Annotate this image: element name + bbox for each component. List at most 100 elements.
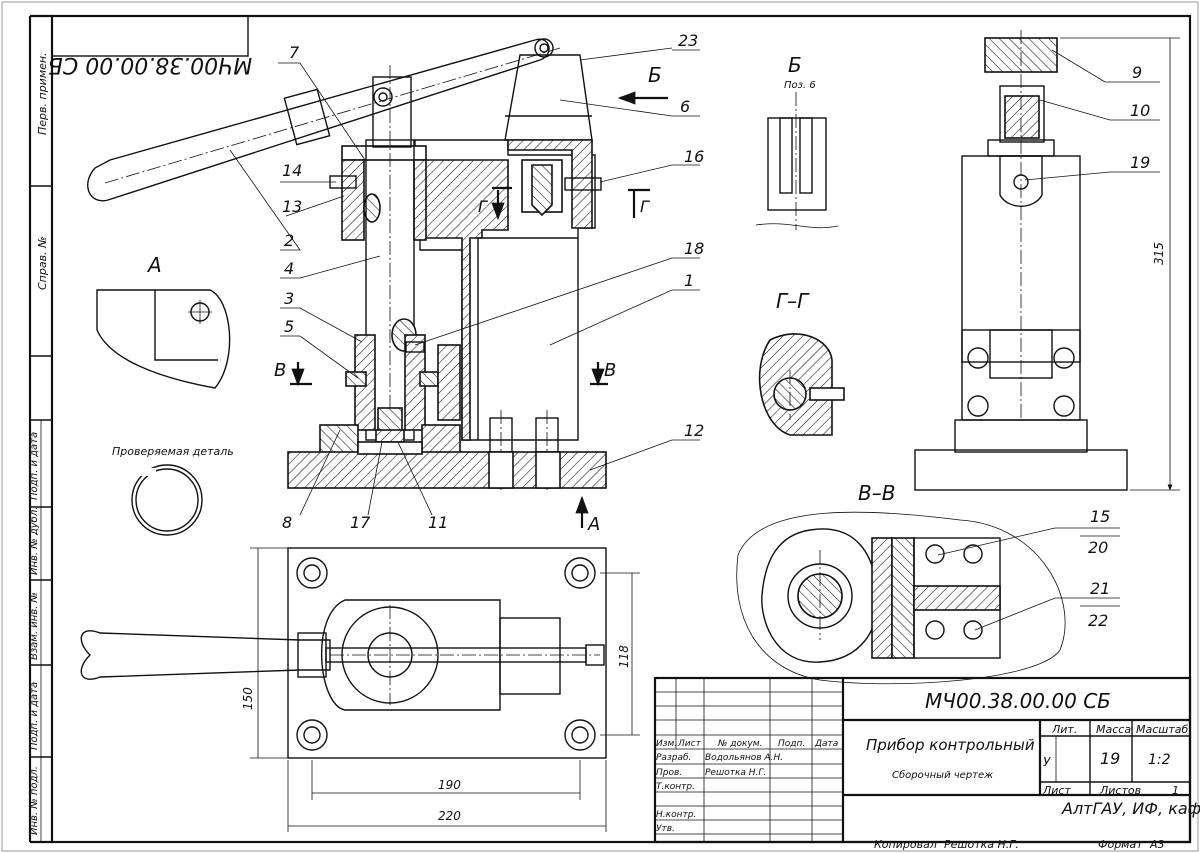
svg-text:Лист: Лист bbox=[677, 739, 702, 749]
svg-text:21: 21 bbox=[1090, 579, 1110, 598]
svg-text:19: 19 bbox=[1130, 153, 1150, 172]
svg-text:МЧ00.38.00.00 СБ: МЧ00.38.00.00 СБ bbox=[48, 52, 252, 77]
body-1 bbox=[414, 139, 596, 441]
svg-text:17: 17 bbox=[350, 513, 371, 532]
svg-text:Г–Г: Г–Г bbox=[776, 289, 810, 313]
svg-text:А: А bbox=[146, 253, 162, 277]
svg-text:В: В bbox=[274, 360, 286, 381]
svg-text:Масса: Масса bbox=[1096, 723, 1131, 736]
svg-text:11: 11 bbox=[428, 513, 448, 532]
side-view: 315 bbox=[914, 30, 1180, 491]
svg-text:Н.контр.: Н.контр. bbox=[656, 810, 696, 820]
svg-text:Г: Г bbox=[478, 197, 488, 216]
svg-text:1: 1 bbox=[1172, 784, 1179, 797]
svg-text:Г: Г bbox=[640, 197, 650, 216]
svg-text:Б: Б bbox=[788, 53, 802, 77]
svg-text:9: 9 bbox=[1132, 63, 1142, 82]
svg-text:Формат: Формат bbox=[1098, 838, 1143, 851]
svg-text:15: 15 bbox=[1090, 507, 1110, 526]
svg-text:8: 8 bbox=[282, 513, 292, 532]
svg-text:5: 5 bbox=[284, 317, 294, 336]
mirrored-stamp: МЧ00.38.00.00 СБ bbox=[48, 15, 252, 77]
section-marks: Б Г Г В В А bbox=[274, 63, 668, 535]
svg-text:18: 18 bbox=[684, 239, 704, 258]
strip-inv-dubl: Инв. № дубл. bbox=[28, 507, 40, 575]
callouts-front: 7 23 6 16 14 13 2 4 3 5 18 1 12 8 17 11 bbox=[229, 31, 704, 532]
svg-text:22: 22 bbox=[1088, 611, 1108, 630]
svg-text:Масштаб: Масштаб bbox=[1136, 723, 1188, 736]
svg-text:Решотка Н.Г.: Решотка Н.Г. bbox=[944, 838, 1019, 851]
svg-text:2: 2 bbox=[284, 231, 294, 250]
strip-inv-podl: Инв. № подл. bbox=[29, 766, 40, 835]
svg-text:7: 7 bbox=[289, 43, 300, 62]
svg-text:190: 190 bbox=[438, 778, 461, 792]
svg-text:Копировал: Копировал bbox=[874, 838, 937, 851]
view-a: А bbox=[96, 253, 231, 389]
handle-lever bbox=[87, 38, 561, 202]
base-plate-12 bbox=[287, 424, 607, 489]
front-view bbox=[87, 38, 607, 490]
strip-podp-data-1: Подп. и дата bbox=[29, 432, 40, 500]
svg-text:Подп.: Подп. bbox=[778, 739, 805, 749]
svg-text:Листов: Листов bbox=[1099, 784, 1141, 797]
svg-text:Поз. 6: Поз. 6 bbox=[784, 80, 816, 91]
svg-text:Т.контр.: Т.контр. bbox=[656, 782, 695, 792]
svg-text:20: 20 bbox=[1088, 538, 1108, 557]
svg-text:А: А bbox=[587, 514, 600, 535]
svg-text:19: 19 bbox=[1100, 749, 1120, 768]
svg-text:14: 14 bbox=[282, 161, 302, 180]
svg-text:12: 12 bbox=[684, 421, 704, 440]
svg-text:4: 4 bbox=[284, 259, 294, 278]
svg-text:Дата: Дата bbox=[814, 739, 838, 749]
svg-text:В: В bbox=[604, 360, 616, 381]
svg-text:10: 10 bbox=[1130, 101, 1150, 120]
svg-text:3: 3 bbox=[284, 289, 294, 308]
svg-text:Лист: Лист bbox=[1042, 784, 1071, 797]
svg-text:Проверяемая деталь: Проверяемая деталь bbox=[112, 445, 234, 458]
svg-text:1: 1 bbox=[684, 271, 694, 290]
callouts-section-vv: 15 20 21 22 bbox=[937, 507, 1120, 631]
svg-text:Сборочный чертеж: Сборочный чертеж bbox=[892, 769, 993, 781]
svg-text:Лит.: Лит. bbox=[1051, 723, 1077, 736]
callouts-side: 9 10 19 bbox=[1024, 49, 1160, 181]
svg-text:13: 13 bbox=[282, 197, 302, 216]
svg-text:Разраб.: Разраб. bbox=[656, 753, 691, 763]
strip-podp-data-2: Подп. и дата bbox=[29, 682, 40, 750]
svg-text:Изм.: Изм. bbox=[656, 739, 677, 749]
svg-text:Б: Б bbox=[648, 63, 662, 87]
svg-text:23: 23 bbox=[678, 31, 698, 50]
checked-part: Проверяемая деталь bbox=[112, 445, 234, 536]
svg-text:У: У bbox=[1043, 755, 1051, 769]
svg-text:6: 6 bbox=[680, 97, 690, 116]
svg-text:118: 118 bbox=[617, 645, 631, 668]
section-v-v: В–В bbox=[736, 481, 1066, 685]
view-b: Б Поз. 6 bbox=[755, 53, 839, 230]
title-block: Изм. Лист № докум. Подп. Дата Разраб. Во… bbox=[653, 676, 1200, 851]
top-view bbox=[80, 547, 607, 759]
svg-text:МЧ00.38.00.00 СБ: МЧ00.38.00.00 СБ bbox=[925, 689, 1111, 713]
svg-text:220: 220 bbox=[438, 809, 461, 823]
svg-text:Пров.: Пров. bbox=[656, 768, 682, 778]
side-strip: Перв. примен. Справ. № Подп. и дата Инв.… bbox=[28, 52, 52, 842]
svg-text:А3: А3 bbox=[1149, 838, 1165, 851]
svg-text:Решотка Н.Г.: Решотка Н.Г. bbox=[705, 768, 766, 778]
section-g-g: Г–Г bbox=[758, 289, 845, 436]
strip-vzam-inv: Взам. инв. № bbox=[29, 592, 40, 660]
strip-sprav: Справ. № bbox=[36, 236, 49, 290]
svg-text:Прибор контрольный: Прибор контрольный bbox=[866, 736, 1035, 754]
strip-perv-primen: Перв. примен. bbox=[36, 52, 49, 135]
top-view-dimensions: 150 118 190 220 bbox=[241, 547, 640, 832]
svg-text:Утв.: Утв. bbox=[656, 824, 675, 834]
svg-text:16: 16 bbox=[684, 147, 704, 166]
housing-3 bbox=[345, 334, 461, 443]
svg-text:В–В: В–В bbox=[858, 481, 895, 505]
svg-text:АлтГАУ, ИФ, каф. МиИГ: АлтГАУ, ИФ, каф. МиИГ bbox=[1061, 799, 1200, 818]
bushing-13 bbox=[341, 145, 427, 241]
svg-text:Водольянов А.Н.: Водольянов А.Н. bbox=[705, 753, 783, 763]
svg-text:150: 150 bbox=[241, 687, 255, 710]
svg-text:№ докум.: № докум. bbox=[717, 739, 762, 749]
svg-text:315: 315 bbox=[1152, 242, 1166, 265]
svg-text:1:2: 1:2 bbox=[1148, 752, 1171, 768]
